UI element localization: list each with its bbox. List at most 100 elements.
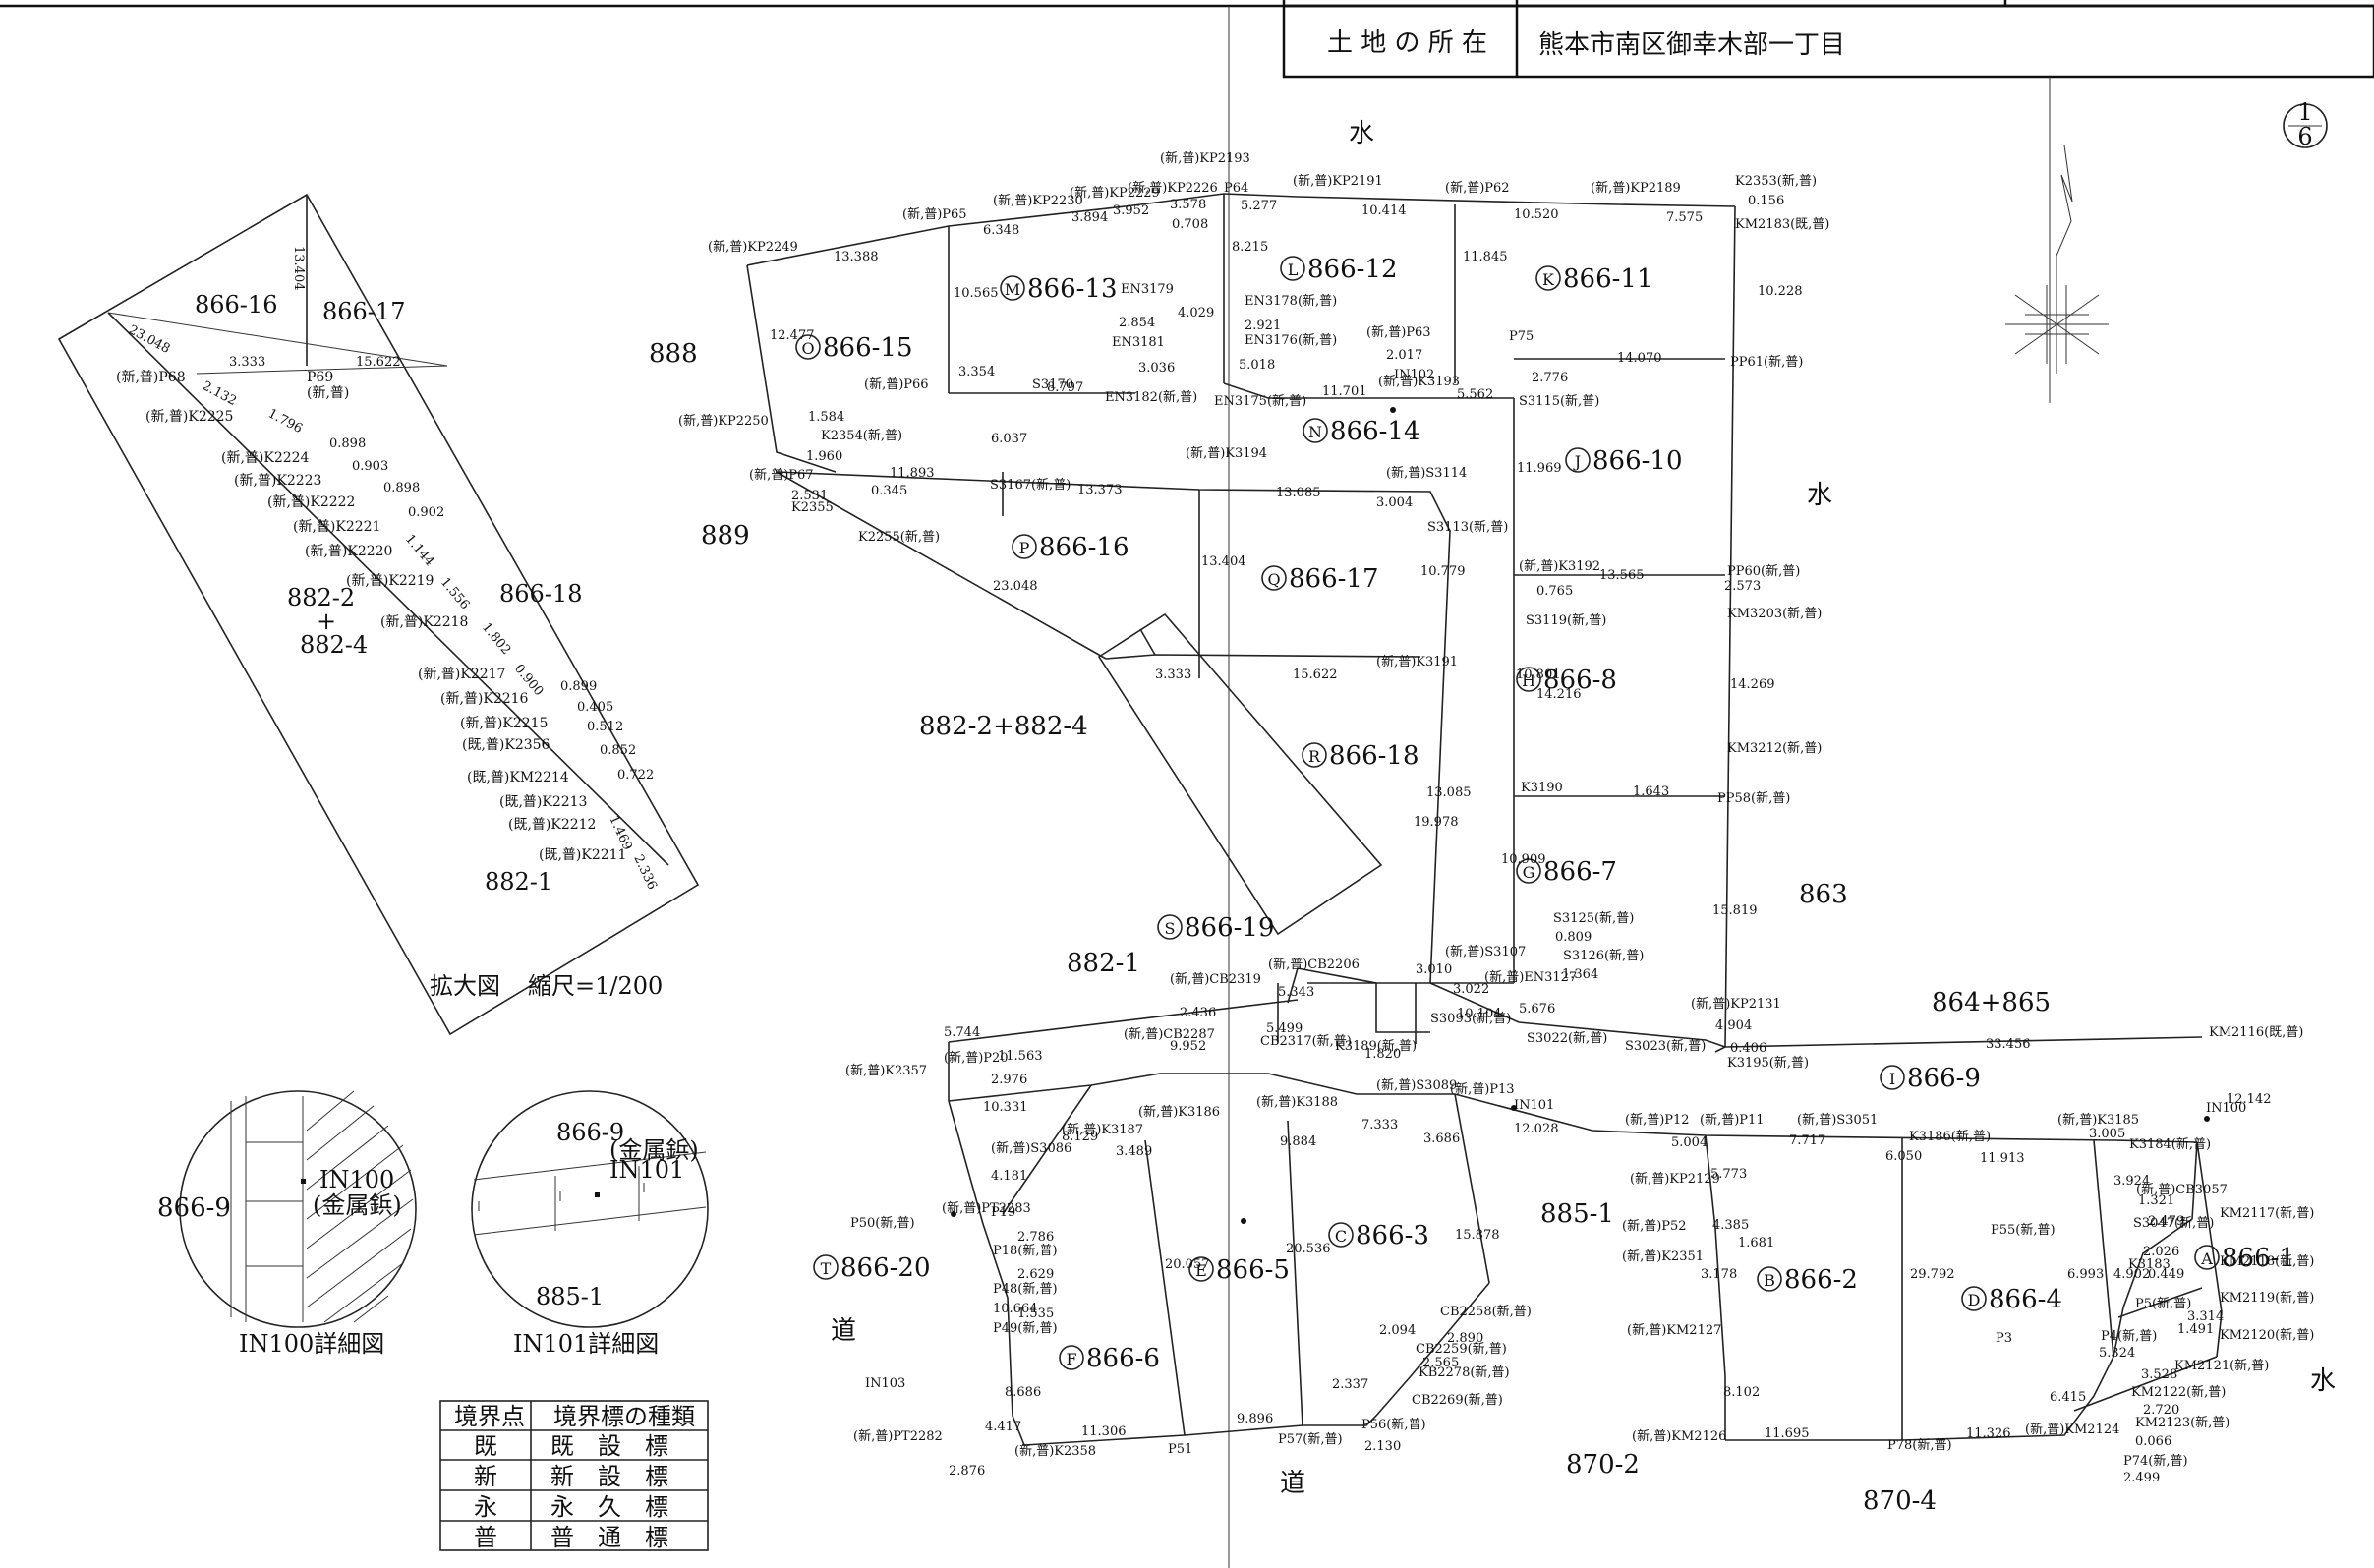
survey-point: (新,普)S3089 xyxy=(1376,1077,1457,1093)
distance-label: 2.776 xyxy=(1532,371,1568,385)
survey-point: (新,普)KP2189 xyxy=(1591,180,1681,196)
survey-point: (新,普)K3187 xyxy=(1062,1122,1143,1137)
svg-text:2.132: 2.132 xyxy=(200,378,239,409)
survey-point: (新,普)P12 xyxy=(1625,1112,1690,1128)
water-road-labels: 水 水 水 道 道 xyxy=(831,119,2336,1498)
distance-label: 1.820 xyxy=(1364,1047,1401,1062)
svg-text:1.556: 1.556 xyxy=(437,575,472,612)
survey-point: (新,普)K3188 xyxy=(1256,1094,1338,1110)
highlight-866-18 xyxy=(1097,612,1383,936)
distance-label: 8.102 xyxy=(1723,1385,1760,1400)
svg-text:永: 永 xyxy=(474,1493,497,1521)
svg-text:870-2: 870-2 xyxy=(1566,1450,1640,1480)
header-location: 熊本市南区御幸木部一丁目 xyxy=(1538,30,1845,60)
survey-point: P49(新,普) xyxy=(993,1320,1058,1336)
distance-label: 13.085 xyxy=(1276,486,1321,500)
distance-label: 3.952 xyxy=(1113,203,1149,218)
distance-label: 10.909 xyxy=(1501,852,1546,867)
distance-label: 8.129 xyxy=(1062,1130,1098,1144)
survey-point: KB2278(新,普) xyxy=(1419,1365,1510,1380)
survey-point: K2354(新,普) xyxy=(821,428,902,443)
distance-label: 5.004 xyxy=(1671,1135,1708,1150)
svg-text:P69: P69 xyxy=(307,370,333,385)
survey-point: (新,普)PT2282 xyxy=(853,1428,943,1444)
detail-in101-point: IN101 xyxy=(609,1156,684,1184)
svg-text:1.796: 1.796 xyxy=(265,406,305,436)
distance-label: 3.036 xyxy=(1138,361,1175,376)
svg-text:T: T xyxy=(821,1259,832,1278)
svg-text:866-20: 866-20 xyxy=(840,1253,931,1283)
monument-markers xyxy=(951,407,2210,1224)
sheet-num: 1 xyxy=(2297,98,2312,126)
survey-point: (新,普)KM2127 xyxy=(1627,1322,1721,1338)
distance-label: 2.921 xyxy=(1245,319,1281,333)
svg-text:(既,普)K2212: (既,普)K2212 xyxy=(508,817,596,833)
svg-text:E: E xyxy=(1195,1261,1207,1280)
survey-point: P50(新,普) xyxy=(850,1215,915,1231)
svg-text:既: 既 xyxy=(474,1432,497,1460)
survey-point: (新,普)KM2124 xyxy=(2025,1422,2119,1437)
distance-label: 4.417 xyxy=(985,1420,1021,1434)
survey-point: IN101 xyxy=(1514,1098,1554,1113)
distance-label: 13.404 xyxy=(1201,554,1246,569)
distance-label: 3.924 xyxy=(2113,1174,2150,1189)
distance-label: 1.960 xyxy=(806,449,842,464)
survey-point: P56(新,普) xyxy=(1361,1417,1426,1432)
survey-point: (新,普)K3192 xyxy=(1519,558,1600,574)
svg-text:G: G xyxy=(1523,863,1535,882)
svg-text:863: 863 xyxy=(1799,880,1848,909)
distance-label: 0.809 xyxy=(1555,930,1592,945)
svg-text:0.852: 0.852 xyxy=(600,743,636,758)
svg-text:866-13: 866-13 xyxy=(1027,274,1118,304)
distance-label: 1.681 xyxy=(1738,1236,1774,1250)
distance-label: 33.456 xyxy=(1986,1037,2031,1052)
svg-text:866-17: 866-17 xyxy=(1289,564,1379,594)
survey-point: S3125(新,普) xyxy=(1553,910,1634,926)
svg-text:866-8: 866-8 xyxy=(1543,666,1617,695)
survey-point: P48(新,普) xyxy=(993,1281,1058,1297)
distance-label: 0.406 xyxy=(1730,1041,1766,1056)
sheet-number: 1 6 xyxy=(2283,98,2328,150)
survey-point: (新,普)K3185 xyxy=(2057,1112,2139,1128)
legend-header-point: 境界点 xyxy=(454,1403,525,1430)
svg-text:L: L xyxy=(1288,261,1299,279)
distance-label: 1.643 xyxy=(1633,784,1669,799)
inset-map xyxy=(57,193,700,1036)
svg-text:(既,普)K2213: (既,普)K2213 xyxy=(499,794,587,810)
svg-text:870-4: 870-4 xyxy=(1863,1486,1937,1516)
distance-label: 3.489 xyxy=(1116,1144,1152,1159)
detail-in100-type: (金属鋲) xyxy=(313,1191,402,1219)
distance-label: 8.686 xyxy=(1005,1385,1041,1400)
distance-label: 11.695 xyxy=(1765,1426,1810,1441)
distance-label: 4.902 xyxy=(2113,1267,2150,1282)
svg-text:(既,普)KM2214: (既,普)KM2214 xyxy=(467,770,569,785)
distance-label: 4.029 xyxy=(1178,306,1214,320)
distance-label: 15.878 xyxy=(1455,1228,1500,1243)
parcel-866-20: T 866-20 xyxy=(813,1253,931,1283)
distance-label: 7.717 xyxy=(1789,1133,1825,1148)
distance-label: 1.491 xyxy=(2177,1322,2214,1337)
detail-in100-parcel: 866-9 xyxy=(157,1193,231,1223)
survey-point: (新,普)KP2230 xyxy=(993,193,1083,208)
inset-parcel-882-1: 882-1 xyxy=(485,868,552,896)
svg-text:(新,普)K2224: (新,普)K2224 xyxy=(221,450,310,466)
svg-text:2.336: 2.336 xyxy=(630,852,659,892)
distance-label: 5.773 xyxy=(1710,1167,1747,1182)
svg-text:866-7: 866-7 xyxy=(1543,857,1617,887)
survey-point: K3186(新,普) xyxy=(1909,1129,1991,1144)
inset-parcel-866-18: 866-18 xyxy=(499,580,582,608)
survey-point: KM2121(新,普) xyxy=(2174,1358,2269,1373)
survey-point: K3195(新,普) xyxy=(1727,1055,1809,1071)
survey-point: (新,普)KP2229 xyxy=(1070,185,1160,201)
distance-label: 13.085 xyxy=(1426,785,1472,800)
distance-label: 3.314 xyxy=(2187,1309,2224,1324)
survey-point: K2255(新,普) xyxy=(858,529,940,545)
svg-text:既 設 標: 既 設 標 xyxy=(550,1432,668,1460)
distance-label: 2.026 xyxy=(2143,1245,2179,1259)
distance-label: 1.535 xyxy=(1017,1307,1054,1321)
